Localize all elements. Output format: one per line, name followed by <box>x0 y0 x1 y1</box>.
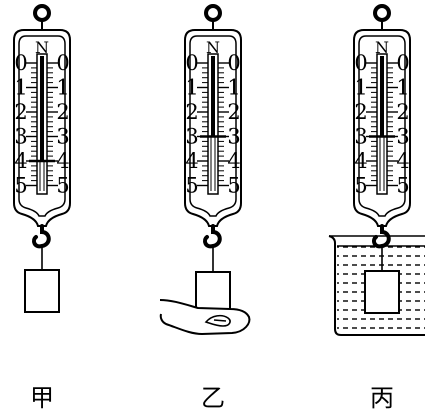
scale-number-right: 0 <box>396 51 409 75</box>
scale-number-left: 0 <box>14 51 27 75</box>
scale-number-right: 2 <box>227 100 240 124</box>
scale-number-right: 5 <box>56 174 69 198</box>
spring-rod <box>380 56 384 137</box>
ring-icon <box>204 4 222 22</box>
scale-number-right: 4 <box>227 149 240 173</box>
scale-number-left: 0 <box>354 51 367 75</box>
hanging-block <box>24 269 60 313</box>
spring-rod <box>40 56 44 161</box>
unit-label: N <box>35 38 49 57</box>
beaker <box>328 235 425 336</box>
hook-icon <box>203 224 222 249</box>
scale-number-left: 0 <box>185 51 198 75</box>
scale-number-left: 2 <box>14 100 27 124</box>
scale-number-left: 2 <box>185 100 198 124</box>
ring-icon <box>33 4 51 22</box>
scale-number-left: 1 <box>14 76 27 100</box>
scale-number-right: 3 <box>396 125 409 149</box>
caption-bing: 丙 <box>370 384 394 412</box>
scale-number-left: 5 <box>354 174 367 198</box>
spring-rod <box>211 56 215 137</box>
scale-number-right: 1 <box>56 76 69 100</box>
scale-number-left: 5 <box>14 174 27 198</box>
submerged-block <box>364 270 400 314</box>
scale-number-left: 4 <box>14 149 27 173</box>
scale-number-right: 4 <box>396 149 409 173</box>
scale-number-right: 4 <box>56 149 69 173</box>
scale-board <box>358 35 406 217</box>
scale-number-left: 2 <box>354 100 367 124</box>
scale-number-left: 1 <box>185 76 198 100</box>
scale-number-right: 1 <box>396 76 409 100</box>
unit-label: N <box>206 38 220 57</box>
scale-board <box>18 35 66 217</box>
scale-number-left: 3 <box>185 125 198 149</box>
scale-number-left: 5 <box>185 174 198 198</box>
scale-number-left: 4 <box>185 149 198 173</box>
scale-number-right: 2 <box>56 100 69 124</box>
scale-number-right: 5 <box>227 174 240 198</box>
scale-number-right: 3 <box>227 125 240 149</box>
scale-number-right: 3 <box>56 125 69 149</box>
scale-number-left: 3 <box>14 125 27 149</box>
scale-number-left: 4 <box>354 149 367 173</box>
hook-icon <box>32 224 51 249</box>
scale-number-right: 0 <box>56 51 69 75</box>
scale-number-left: 1 <box>354 76 367 100</box>
scale-number-left: 3 <box>354 125 367 149</box>
hand-fingers <box>204 314 231 327</box>
caption-yi: 乙 <box>201 384 225 412</box>
scale-number-right: 5 <box>396 174 409 198</box>
caption-jia: 甲 <box>30 384 54 412</box>
scale-board <box>189 35 237 217</box>
ring-icon <box>373 4 391 22</box>
scale-number-right: 1 <box>227 76 240 100</box>
beaker-outline <box>328 235 425 336</box>
scale-number-right: 2 <box>396 100 409 124</box>
unit-label: N <box>375 38 389 57</box>
scale-number-right: 0 <box>227 51 240 75</box>
supported-block <box>195 271 231 311</box>
